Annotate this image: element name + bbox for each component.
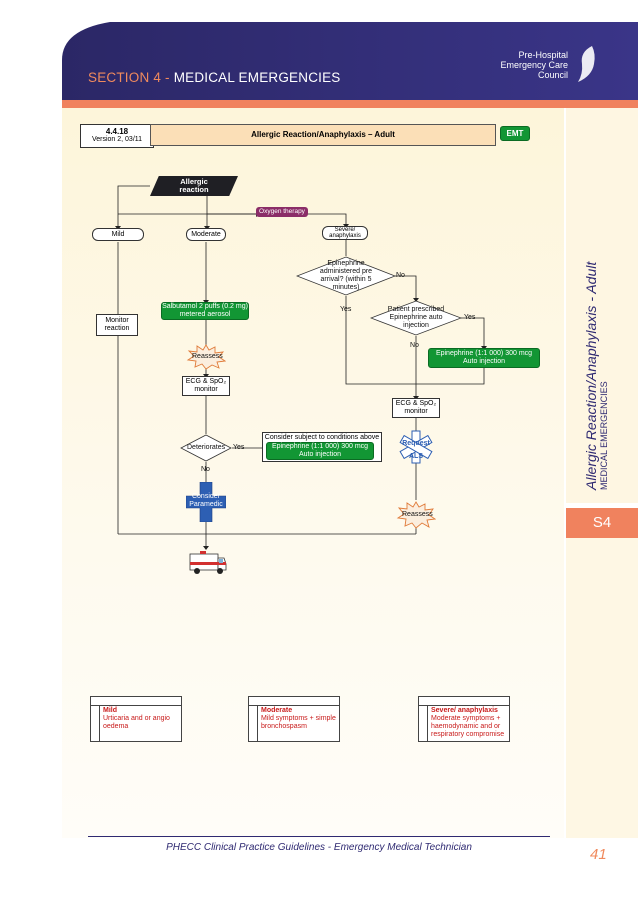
emt-badge: EMT — [500, 126, 530, 141]
page-number: 41 — [590, 846, 607, 863]
start-node: Allergic reaction — [150, 176, 238, 196]
legend-mild-title: Mild — [103, 707, 117, 714]
cpg-number-box: 4.4.18 Version 2, 03/11 — [80, 124, 154, 148]
legend-moderate-title: Moderate — [261, 707, 293, 714]
severe-box: Severe/ anaphylaxis — [322, 226, 368, 240]
yes-label-1: Yes — [233, 444, 245, 451]
start-node-label: Allergic reaction — [179, 177, 209, 194]
reassess-label-2: Reassess — [402, 511, 433, 518]
request-als-label: Request ALS — [402, 440, 430, 460]
reassess-burst-1 — [186, 344, 226, 370]
ambulance-icon — [189, 551, 227, 574]
consider-conditions-label: Consider subject to conditions above — [264, 434, 380, 441]
footer-divider — [88, 836, 550, 837]
patient-prescribed-diamond — [370, 300, 462, 336]
moderate-box: Moderate — [186, 228, 226, 241]
reassess-burst-2 — [396, 501, 436, 529]
section-name: MEDICAL EMERGENCIES — [173, 70, 341, 85]
no-label-1: No — [201, 466, 210, 473]
legend-moderate: Moderate Mild symptoms + simple bronchos… — [248, 696, 340, 742]
section-tab: S4 — [566, 508, 638, 538]
cpg-title-box: Allergic Reaction/Anaphylaxis – Adult — [150, 124, 496, 146]
ecg-monitor-box-1: ECG & SpO₂ monitor — [182, 376, 230, 396]
epinephrine-box-2: Epinephrine (1:1 000) 300 mcg Auto injec… — [428, 348, 540, 368]
header-banner — [0, 0, 638, 108]
council-logo-icon — [578, 46, 595, 82]
oxygen-therapy-box: Oxygen therapy — [256, 207, 308, 217]
no-label-2: No — [396, 272, 405, 279]
council-line1: Pre-Hospital — [518, 50, 568, 60]
consider-paramedic-label: Consider Paramedic — [189, 493, 223, 508]
legend-moderate-text: Mild symptoms + simple bronchospasm — [261, 715, 336, 730]
cpg-number: 4.4.18 — [105, 127, 129, 136]
legend-severe: Severe/ anaphylaxis Moderate symptoms + … — [418, 696, 510, 742]
salbutamol-box: Salbutamol 2 puffs (0.2 mg) metered aero… — [161, 302, 249, 320]
no-label-3: No — [410, 342, 419, 349]
section-number: SECTION 4 — [88, 70, 162, 85]
cpg-title: Allergic Reaction/Anaphylaxis – Adult — [251, 130, 395, 139]
council-line2: Emergency Care — [500, 60, 568, 70]
epinephrine-box-1: Epinephrine (1:1 000) 300 mcg Auto injec… — [266, 442, 374, 460]
patient-prescribed-label: Patient prescribed Epinephrine auto inje… — [387, 306, 445, 329]
consider-paramedic-cross — [186, 482, 226, 522]
council-logo-text: Pre-Hospital Emergency Care Council — [500, 50, 568, 80]
mild-box: Mild — [92, 228, 144, 241]
request-als-star-of-life — [399, 430, 433, 464]
sidebar — [566, 108, 638, 503]
yes-label-2: Yes — [340, 306, 352, 313]
deteriorates-diamond — [180, 434, 232, 462]
sidebar-lower — [566, 538, 638, 838]
section-title: SECTION 4 - MEDICAL EMERGENCIES — [88, 70, 341, 85]
cpg-version: Version 2, 03/11 — [91, 136, 143, 143]
footer-text: PHECC Clinical Practice Guidelines - Eme… — [166, 842, 472, 853]
section-separator: - — [161, 70, 174, 85]
yes-label-3: Yes — [464, 314, 476, 321]
reassess-label-1: Reassess — [192, 353, 223, 360]
council-line3: Council — [537, 70, 568, 80]
legend-mild-text: Urticaria and or angio oedema — [103, 715, 170, 730]
ecg-monitor-box-2: ECG & SpO₂ monitor — [392, 398, 440, 418]
epi-question-label: Epinephrine administered pre arrival? (w… — [319, 260, 373, 291]
legend-severe-title: Severe/ anaphylaxis — [431, 707, 498, 714]
legend-mild: Mild Urticaria and or angio oedema — [90, 696, 182, 742]
deteriorates-label: Deteriorates — [187, 444, 226, 451]
monitor-reaction-box: Monitor reaction — [96, 314, 138, 336]
legend-severe-text: Moderate symptoms + haemodynamic and or … — [431, 715, 505, 738]
epi-question-diamond — [296, 256, 396, 296]
